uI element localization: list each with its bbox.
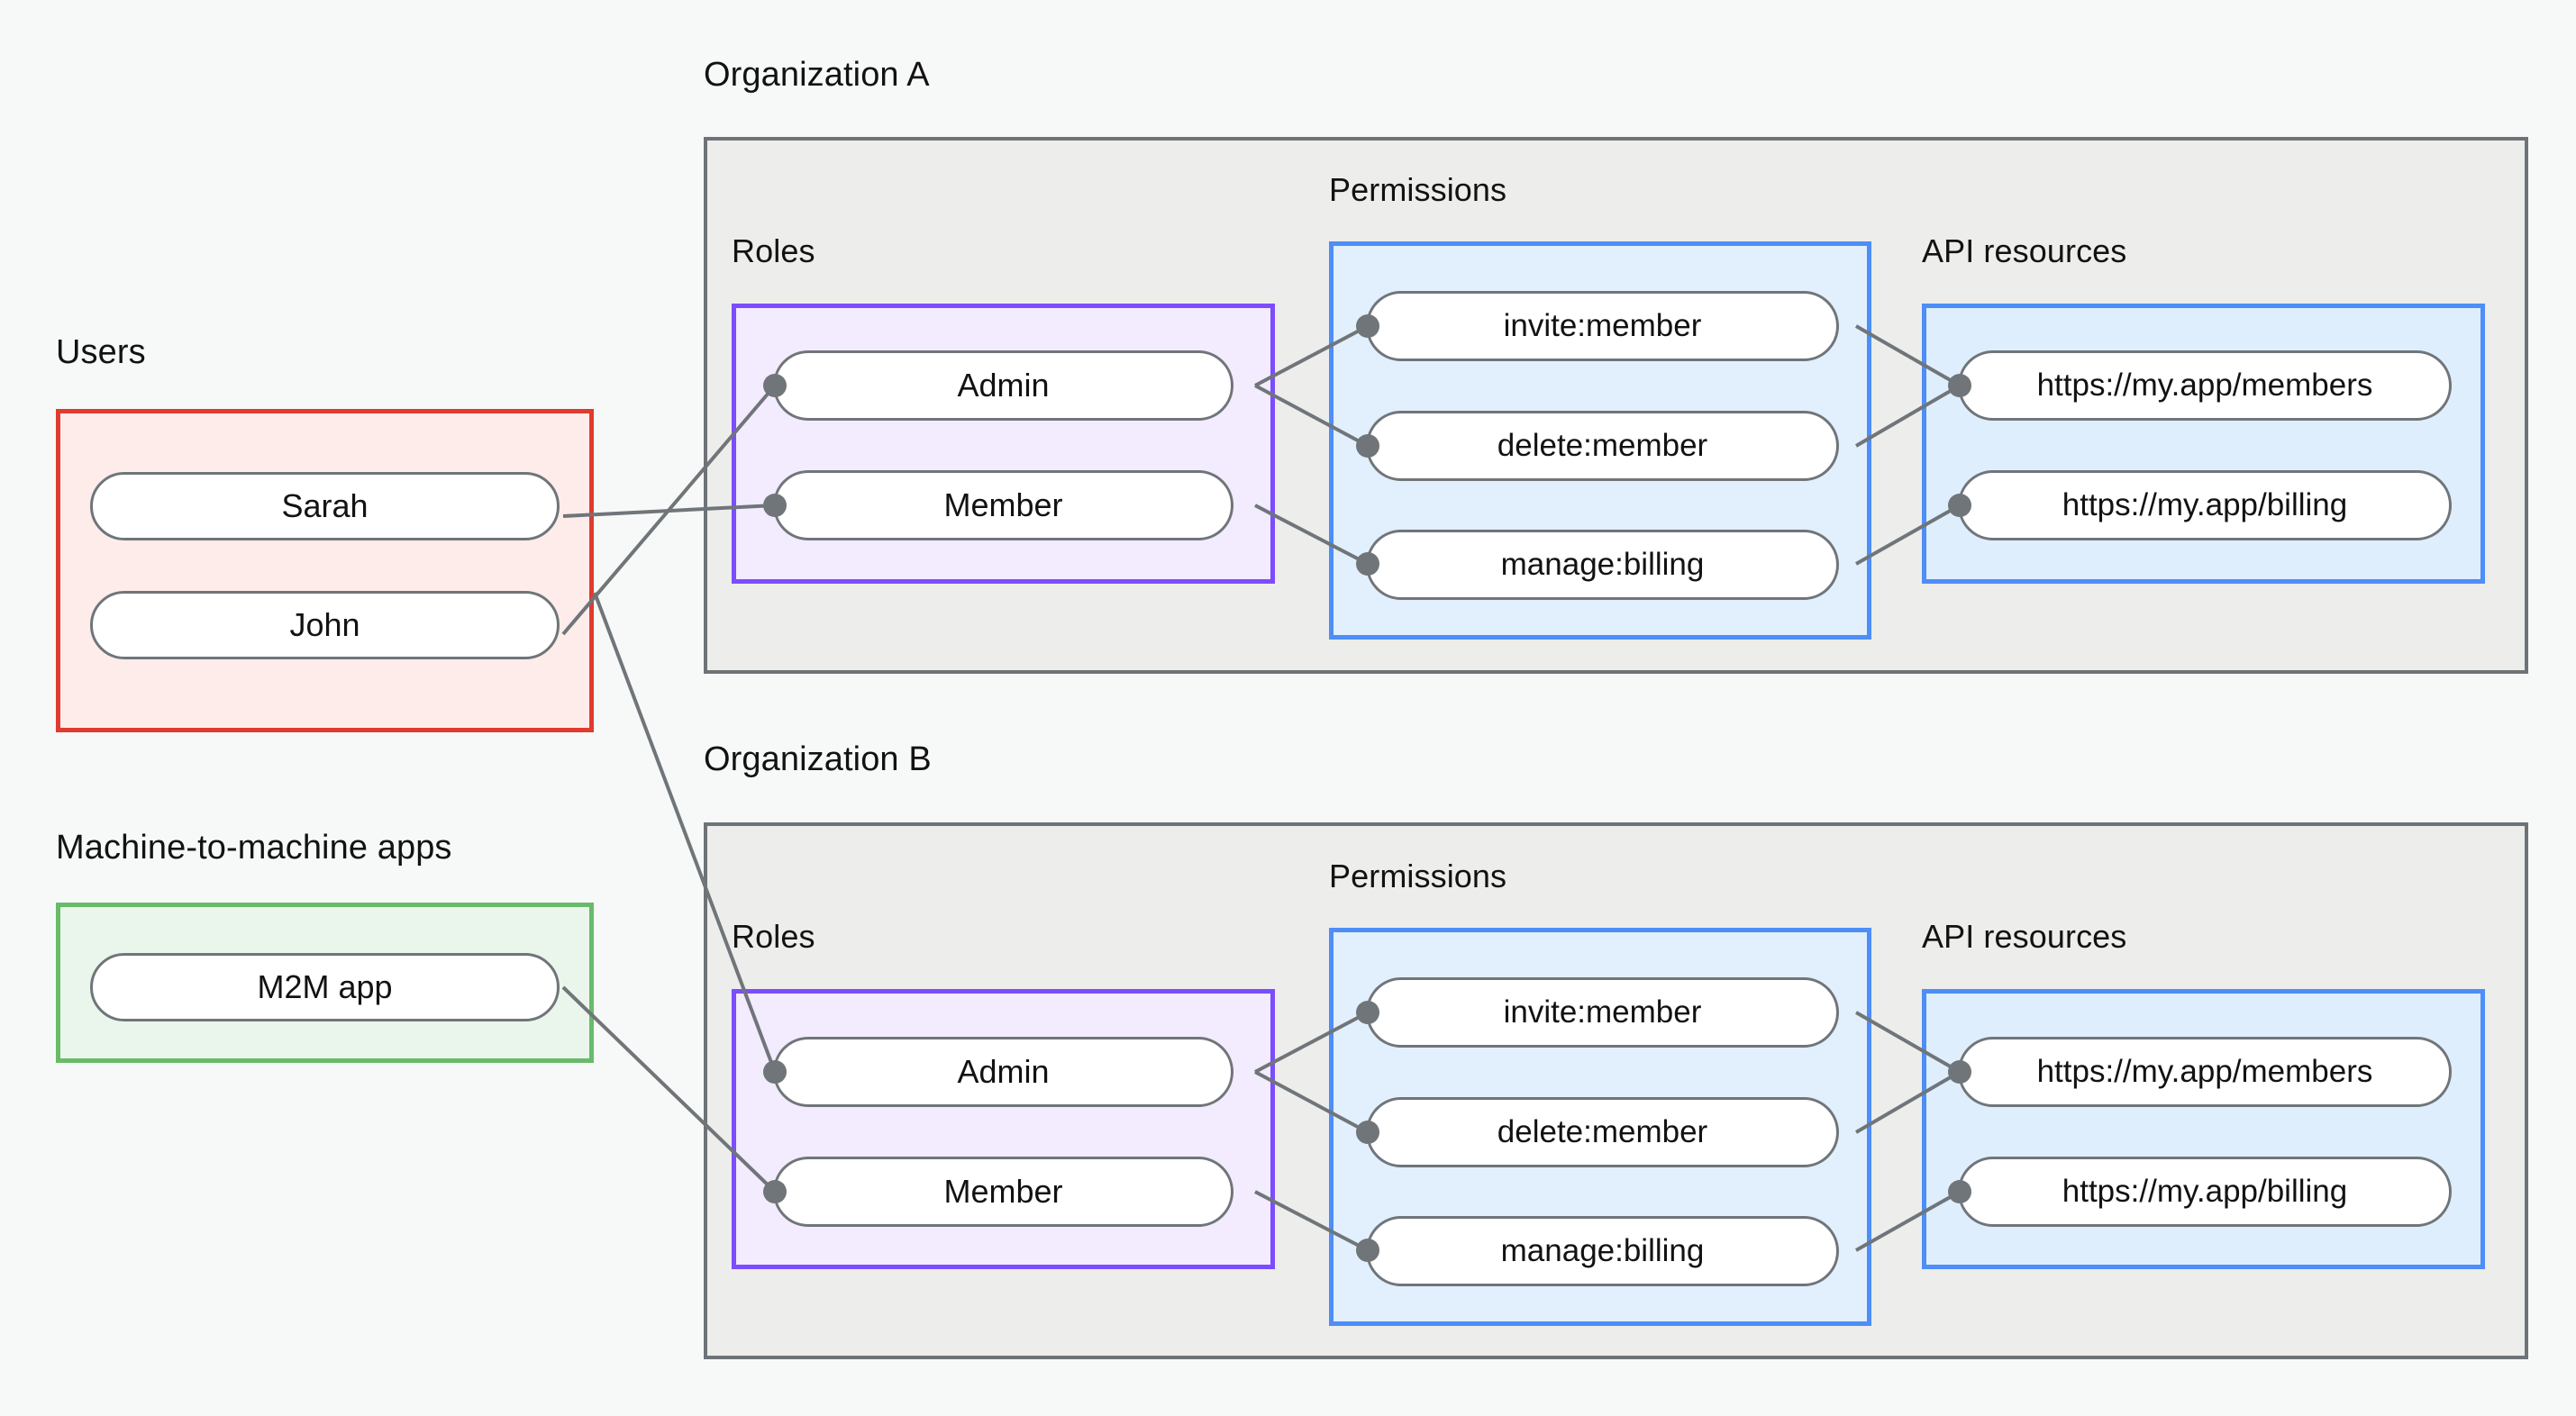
orgA-role-pill-admin[interactable]: Admin <box>773 350 1233 421</box>
orgA-roles-title: Roles <box>732 232 815 269</box>
orgB-role-pill-admin[interactable]: Admin <box>773 1037 1233 1107</box>
orgA-role-pill-member[interactable]: Member <box>773 470 1233 540</box>
orgA-permissions-title: Permissions <box>1329 171 1507 208</box>
orgA-api-pill-billing[interactable]: https://my.app/billing <box>1958 470 2452 540</box>
organization-b-title: Organization B <box>704 740 932 778</box>
orgA-api-pill-members[interactable]: https://my.app/members <box>1958 350 2452 421</box>
orgB-api-pill-billing[interactable]: https://my.app/billing <box>1958 1157 2452 1227</box>
orgB-api-resources-title: API resources <box>1922 918 2127 955</box>
orgB-permission-pill-invite-member[interactable]: invite:member <box>1366 977 1839 1048</box>
orgB-api-resources-box <box>1922 989 2485 1269</box>
orgA-roles-box <box>732 304 1275 584</box>
orgA-permission-pill-delete-member[interactable]: delete:member <box>1366 411 1839 481</box>
orgA-api-resources-box <box>1922 304 2485 584</box>
m2m-group-title: Machine-to-machine apps <box>56 829 452 867</box>
organization-a-title: Organization A <box>704 56 930 94</box>
users-group-title: Users <box>56 333 146 371</box>
orgB-permission-pill-delete-member[interactable]: delete:member <box>1366 1097 1839 1167</box>
orgB-roles-title: Roles <box>732 918 815 955</box>
orgA-permission-pill-invite-member[interactable]: invite:member <box>1366 291 1839 361</box>
orgB-permissions-title: Permissions <box>1329 858 1507 894</box>
orgB-permission-pill-manage-billing[interactable]: manage:billing <box>1366 1216 1839 1286</box>
users-box <box>56 409 594 732</box>
orgB-role-pill-member[interactable]: Member <box>773 1157 1233 1227</box>
m2m-pill-app[interactable]: M2M app <box>90 953 560 1021</box>
orgB-roles-box <box>732 989 1275 1269</box>
user-pill-sarah[interactable]: Sarah <box>90 472 560 540</box>
user-pill-john[interactable]: John <box>90 591 560 659</box>
orgA-api-resources-title: API resources <box>1922 232 2127 269</box>
orgB-api-pill-members[interactable]: https://my.app/members <box>1958 1037 2452 1107</box>
orgA-permission-pill-manage-billing[interactable]: manage:billing <box>1366 530 1839 600</box>
